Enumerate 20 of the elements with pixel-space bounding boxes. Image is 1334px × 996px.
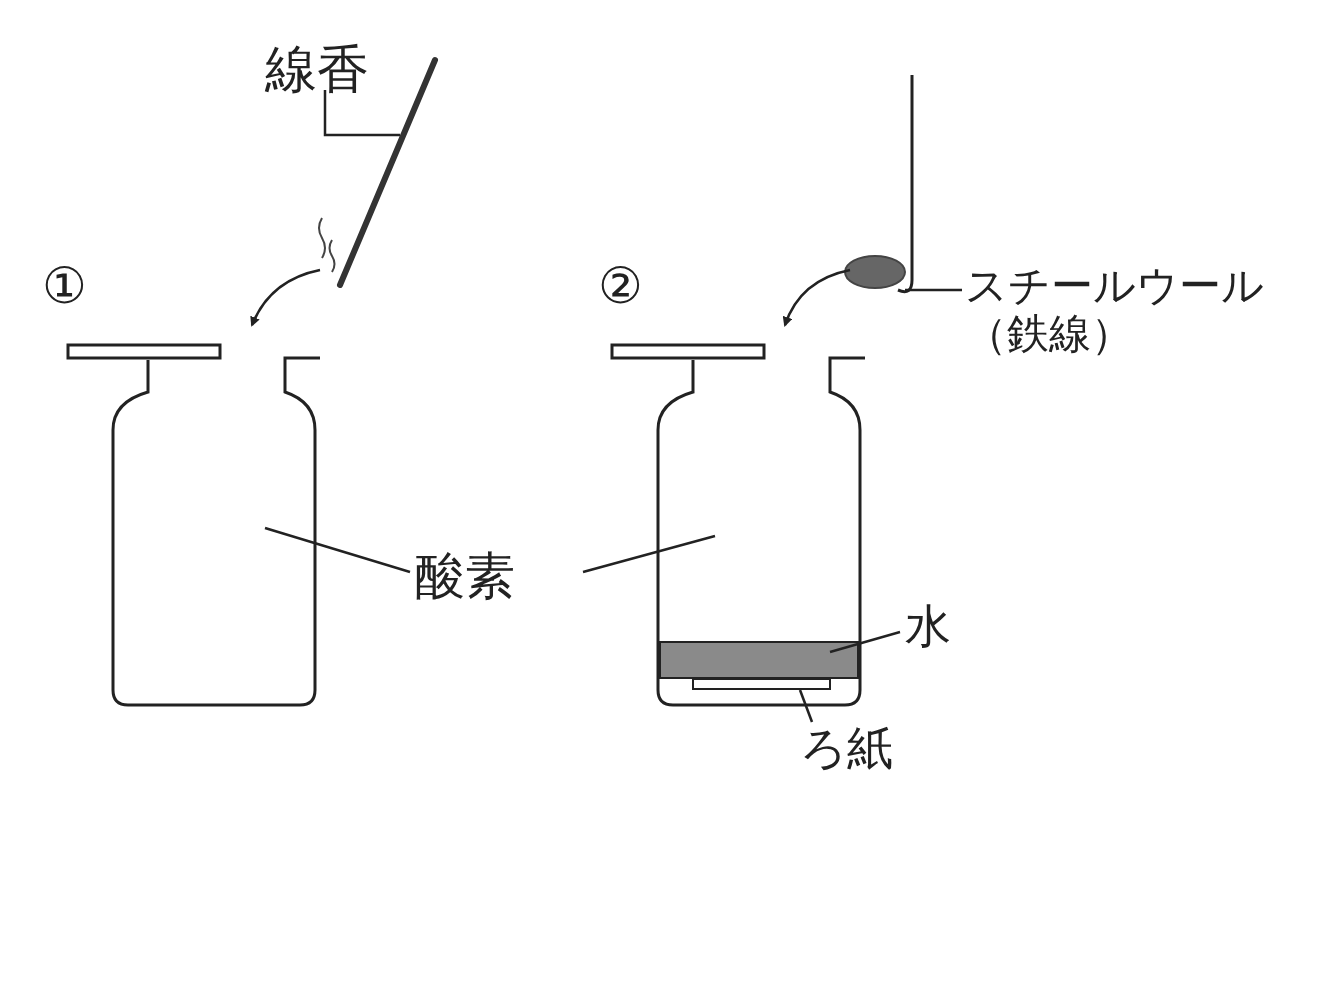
part-label: 酸素 bbox=[415, 548, 515, 606]
leader-line bbox=[905, 288, 962, 292]
leader-line bbox=[323, 90, 400, 137]
curved-arrow bbox=[250, 268, 321, 327]
leader-line bbox=[264, 526, 411, 574]
part-label: 水 bbox=[905, 600, 951, 653]
steel-wool bbox=[844, 255, 906, 289]
leader-line bbox=[798, 689, 814, 723]
gas-jar bbox=[610, 343, 865, 707]
part-label: 線香 bbox=[265, 40, 369, 100]
water-layer bbox=[659, 641, 859, 679]
leader-line bbox=[582, 534, 716, 574]
leader-line bbox=[829, 630, 901, 654]
filter-paper bbox=[692, 678, 831, 690]
step-number: ② bbox=[598, 258, 643, 316]
curved-arrow bbox=[783, 268, 851, 327]
gas-jar bbox=[66, 343, 320, 707]
part-label: ろ紙 bbox=[800, 722, 893, 775]
part-label: スチールウール（鉄線） bbox=[965, 262, 1305, 359]
step-number: ① bbox=[42, 258, 87, 316]
